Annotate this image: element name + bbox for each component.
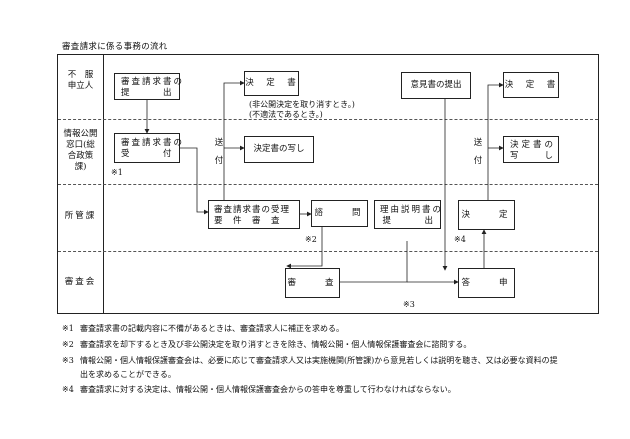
label-soufu-right-1: 送	[473, 138, 483, 148]
box-ikensho: 意見書の提出	[401, 72, 471, 99]
box-shinsa-teishutsu: 審査請求書の 提 出	[114, 73, 182, 100]
footnote-3-cont: 出を求めることができる。	[80, 370, 176, 379]
box-kettei-top: 決 定 書	[244, 71, 299, 96]
box-kettei-right: 決 定 書	[503, 72, 559, 98]
marker-4: ※4	[454, 235, 466, 244]
line-shinsa-riyuu	[340, 241, 408, 283]
box-toushin: 答 申	[458, 268, 515, 298]
note-nonkoukai-2: (不適法であるとき。)	[249, 110, 323, 119]
lane-label-shokan: 所管課	[64, 211, 97, 221]
label-soufu-left-2: 付	[214, 156, 224, 166]
box-shinsa: 審 査	[285, 268, 340, 298]
box-juri-shinsa: 審査請求書の受理 要 件 審 査	[208, 200, 300, 229]
box-riyuu: 理由説明書の 提 出	[374, 200, 441, 229]
box-kettei-utsushi: 決定書の写し	[244, 136, 314, 163]
lane-divider-1	[58, 119, 598, 120]
label-soufu-left-1: 送	[214, 138, 224, 148]
box-kettei-utsushi-right: 決定書の 写 し	[503, 136, 559, 163]
box-shimon: 諮 問	[311, 200, 368, 227]
diagram-title: 審査請求に係る事務の流れ	[62, 42, 168, 52]
lane-divider-3	[58, 251, 598, 252]
marker-1: ※1	[111, 168, 123, 177]
lane-label-madoguchi: 情報公開 窓口(総 合政策 課)	[63, 129, 98, 172]
marker-2: ※2	[305, 235, 317, 244]
arrow-uketsuke-juri	[180, 147, 209, 215]
box-kettei-mid: 決 定	[458, 200, 515, 230]
arrow-shimon-shinsa	[286, 226, 323, 269]
lane-divider-2	[58, 184, 598, 185]
lane-label-shinsakai: 審査会	[64, 277, 97, 287]
label-soufu-right-2: 付	[473, 156, 483, 166]
arrow-juri-kettei	[223, 80, 245, 200]
arrow-kettei-ketteisho	[487, 82, 504, 200]
note-nonkoukai-1: (非公開決定を取り消すとき。)	[249, 100, 355, 109]
flow-frame: 不 服 申立人 情報公開 窓口(総 合政策 課) 所管課 審査会	[57, 54, 599, 314]
marker-3: ※3	[403, 300, 415, 309]
lane-label-fufuku: 不 服 申立人	[67, 70, 94, 91]
box-shinsa-uketsuke: 審査請求書の 受 付	[114, 133, 182, 163]
